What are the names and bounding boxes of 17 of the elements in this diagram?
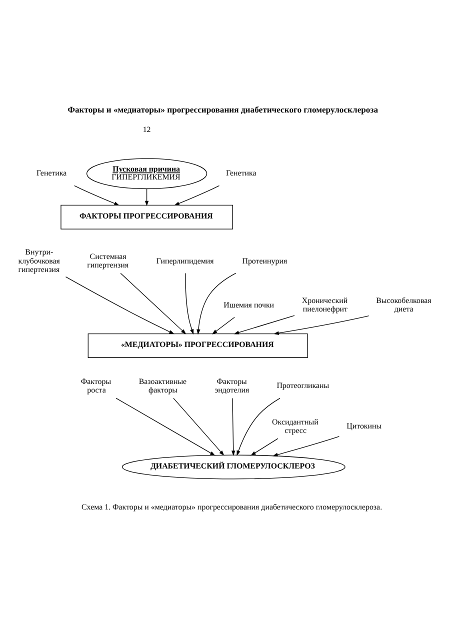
arrow [232,398,236,456]
arrow [174,185,220,206]
arrow [120,272,186,334]
arrow [274,316,370,335]
arrow [250,438,278,456]
arrow [272,436,340,456]
arrow [234,315,295,334]
arrow [212,316,235,334]
arrow [236,398,280,456]
arrow [173,398,224,456]
arrow [144,188,149,206]
arrow [74,185,120,206]
arrow [196,272,236,335]
arrow [116,398,216,456]
arrow [65,276,174,334]
diagram-title: Факторы и «медиаторы» прогрессирования диабетического гломерулосклероза [68,104,378,115]
arrow [185,272,194,335]
